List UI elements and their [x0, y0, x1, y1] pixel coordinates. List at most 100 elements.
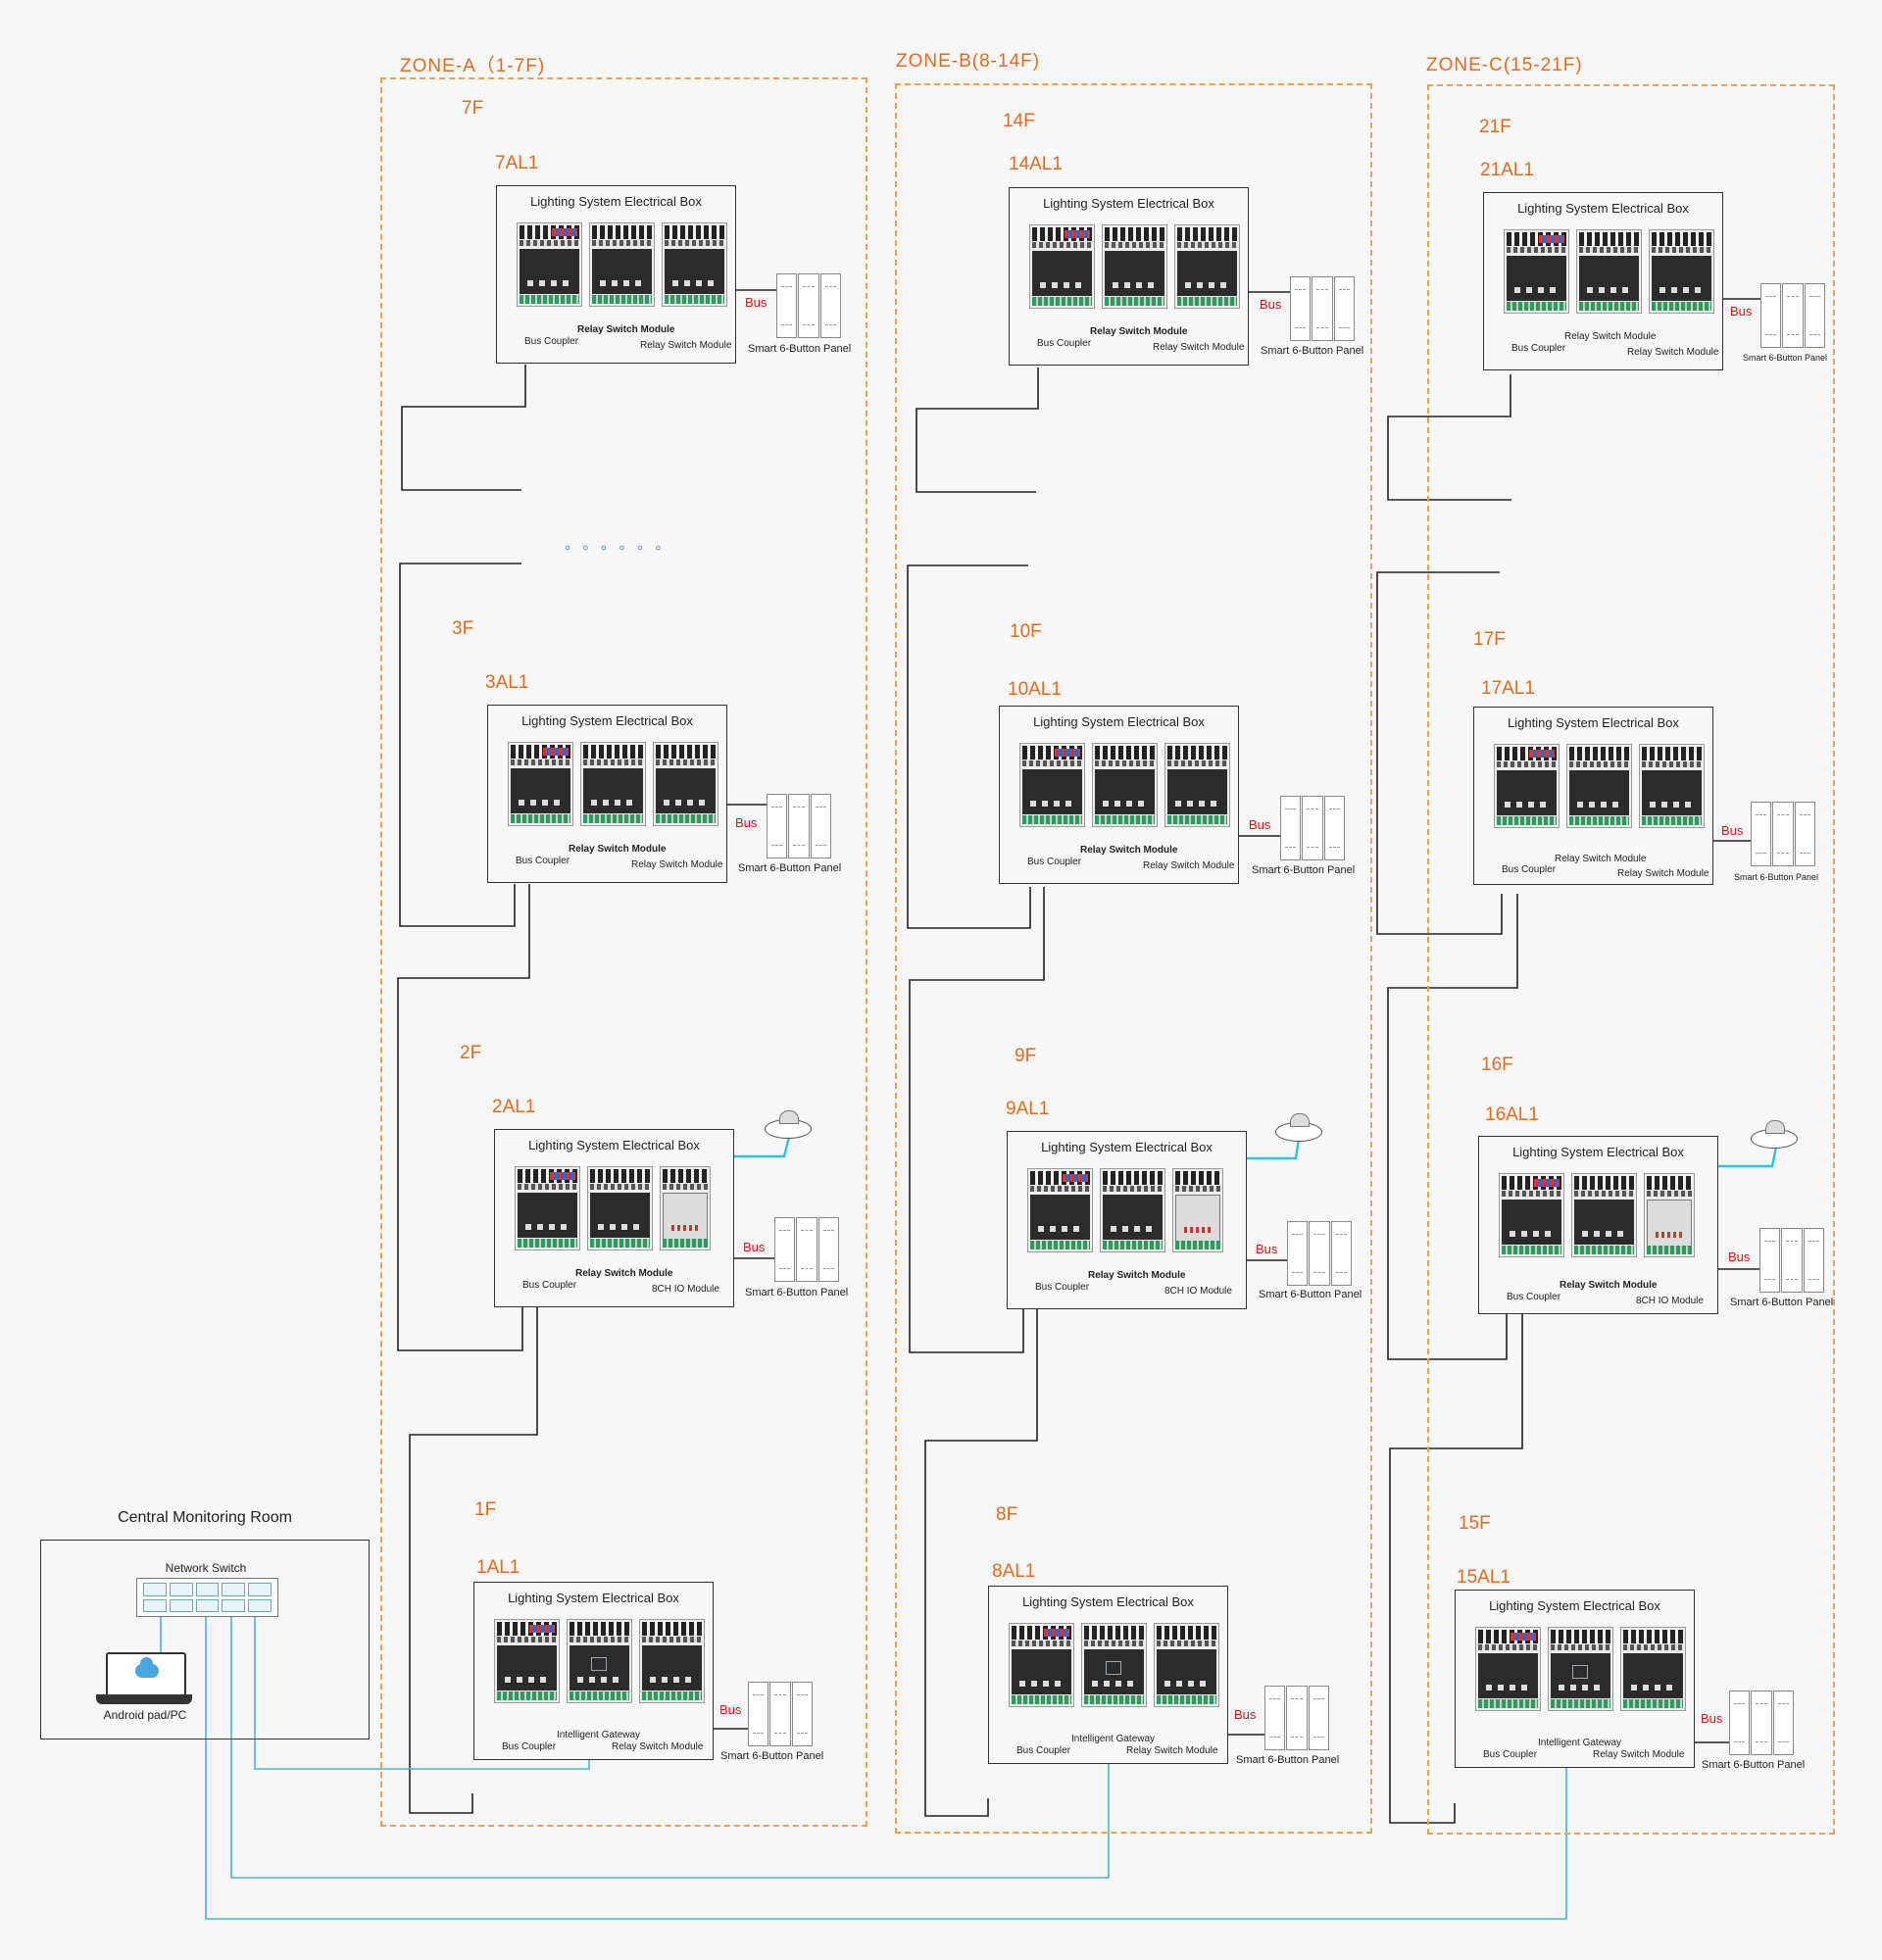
box-title: Lighting System Electrical Box — [1512, 1145, 1684, 1159]
relay-switch-module-label: Relay Switch Module — [1555, 854, 1647, 864]
bus-coupler-module — [1494, 744, 1560, 828]
smart-panel-label: Smart 6-Button Panel — [720, 1750, 824, 1762]
relay-switch-module — [1566, 744, 1632, 828]
smart-6-button-panel — [1290, 276, 1355, 341]
central-monitoring-room — [40, 1540, 370, 1740]
smart-panel-label: Smart 6-Button Panel — [738, 862, 842, 874]
relay-switch-module — [1154, 1623, 1219, 1707]
bus-label: Bus — [745, 295, 768, 310]
cloud-icon — [135, 1657, 159, 1678]
switch-port — [143, 1583, 167, 1596]
floor-label: 8F — [996, 1504, 1018, 1525]
lighting-electrical-box: Lighting System Electrical Box Bus Coupl… — [487, 705, 727, 883]
box-code: 9AL1 — [1006, 1099, 1050, 1119]
switch-port — [169, 1598, 193, 1612]
box-code: 16AL1 — [1485, 1104, 1539, 1125]
bus-coupler-label: Bus Coupler — [1502, 864, 1557, 875]
bus-coupler-label: Bus Coupler — [522, 1280, 577, 1291]
smart-panel-label: Smart 6-Button Panel — [1252, 864, 1356, 876]
bus-coupler-label: Bus Coupler — [1016, 1745, 1071, 1756]
zone-c-boundary — [1427, 84, 1835, 1835]
smart-6-button-panel — [1759, 1228, 1824, 1293]
lighting-electrical-box: Lighting System Electrical Box Bus Coupl… — [999, 706, 1239, 884]
smart-6-button-panel — [1729, 1690, 1794, 1755]
relay-switch-module-label: Relay Switch Module — [575, 1268, 673, 1279]
smart-6-button-panel — [776, 273, 841, 338]
bus-label: Bus — [735, 815, 758, 830]
relay-switch-module — [1620, 1627, 1686, 1711]
lighting-electrical-box: Lighting System Electrical Box Bus Coupl… — [1455, 1590, 1695, 1768]
box-code: 2AL1 — [492, 1097, 536, 1117]
relay-switch-module-label: Relay Switch Module — [1617, 868, 1709, 879]
intelligent-gateway-module — [1081, 1623, 1147, 1707]
relay-switch-module — [580, 742, 646, 826]
bus-coupler-label: Bus Coupler — [1035, 1282, 1090, 1293]
relay-switch-module-label: Relay Switch Module — [1564, 331, 1657, 342]
intelligent-gateway-label: Intelligent Gateway — [1071, 1734, 1156, 1744]
relay-switch-module-label: Relay Switch Module — [1560, 1280, 1658, 1291]
relay-switch-module — [1571, 1173, 1637, 1257]
relay-switch-module — [589, 222, 655, 307]
lighting-electrical-box: Lighting System Electrical Box Bus Coupl… — [1478, 1136, 1718, 1314]
motion-sensor — [1275, 1113, 1322, 1142]
box-code: 10AL1 — [1008, 679, 1062, 700]
box-title: Lighting System Electrical Box — [1508, 715, 1679, 730]
smart-panel-label: Smart 6-Button Panel — [1236, 1754, 1340, 1766]
bus-coupler-label: Bus Coupler — [1483, 1749, 1538, 1760]
floor-label: 10F — [1010, 621, 1042, 642]
relay-switch-module-label: Relay Switch Module — [1080, 845, 1178, 856]
smart-6-button-panel — [1287, 1221, 1352, 1286]
smart-6-button-panel — [748, 1682, 813, 1746]
bus-coupler-label: Bus Coupler — [1511, 343, 1566, 354]
bus-coupler-module — [508, 742, 573, 826]
zone-b-boundary — [895, 83, 1372, 1834]
smart-6-button-panel — [767, 794, 831, 858]
box-title: Lighting System Electrical Box — [530, 194, 702, 209]
bus-label: Bus — [1234, 1707, 1257, 1722]
floor-label: 7F — [462, 98, 484, 119]
central-monitoring-room-title: Central Monitoring Room — [118, 1509, 292, 1526]
smart-6-button-panel — [1751, 802, 1815, 866]
bus-label: Bus — [1701, 1711, 1723, 1726]
lighting-electrical-box: Lighting System Electrical Box Bus Coupl… — [1007, 1131, 1247, 1309]
bus-label: Bus — [1721, 823, 1744, 838]
intelligent-gateway-module — [567, 1619, 632, 1703]
box-title: Lighting System Electrical Box — [521, 713, 693, 728]
relay-switch-module-label: Relay Switch Module — [577, 324, 675, 335]
bus-coupler-module — [1029, 224, 1095, 309]
floor-label: 16F — [1481, 1054, 1513, 1075]
switch-port — [143, 1598, 167, 1612]
smart-panel-label: Smart 6-Button Panel — [1259, 1289, 1362, 1300]
8ch-io-module — [660, 1166, 711, 1250]
io-module-label: 8CH IO Module — [652, 1284, 719, 1295]
laptop-icon — [106, 1652, 186, 1697]
intelligent-gateway-label: Intelligent Gateway — [557, 1730, 641, 1740]
switch-port — [195, 1583, 220, 1596]
box-code: 8AL1 — [992, 1561, 1036, 1582]
bus-coupler-module — [1019, 743, 1085, 827]
8ch-io-module — [1644, 1173, 1695, 1257]
smart-panel-label: Smart 6-Button Panel — [1730, 1297, 1834, 1308]
network-switch — [136, 1578, 278, 1617]
zone-c-title: ZONE-C(15-21F) — [1426, 55, 1583, 75]
bus-coupler-module — [515, 1166, 580, 1250]
relay-switch-module — [653, 742, 718, 826]
bus-coupler-module — [1027, 1168, 1093, 1252]
bus-label: Bus — [1730, 304, 1753, 318]
box-title: Lighting System Electrical Box — [1022, 1594, 1194, 1609]
relay-switch-module-label: Relay Switch Module — [640, 340, 732, 351]
intelligent-gateway-module — [1548, 1627, 1613, 1711]
relay-switch-module-label: Relay Switch Module — [569, 844, 667, 855]
box-code: 3AL1 — [485, 672, 529, 693]
bus-coupler-label: Bus Coupler — [524, 336, 579, 347]
io-module-label: 8CH IO Module — [1164, 1286, 1232, 1297]
bus-label: Bus — [1249, 817, 1271, 832]
smart-6-button-panel — [774, 1217, 839, 1282]
relay-switch-module-label: Relay Switch Module — [1088, 1270, 1186, 1281]
floor-label: 21F — [1479, 117, 1511, 137]
bus-coupler-label: Bus Coupler — [1037, 338, 1092, 349]
floor-label: 2F — [460, 1043, 482, 1063]
box-title: Lighting System Electrical Box — [1517, 201, 1689, 216]
bus-coupler-label: Bus Coupler — [1507, 1292, 1561, 1302]
lighting-electrical-box: Lighting System Electrical Box Bus Coupl… — [473, 1582, 714, 1760]
